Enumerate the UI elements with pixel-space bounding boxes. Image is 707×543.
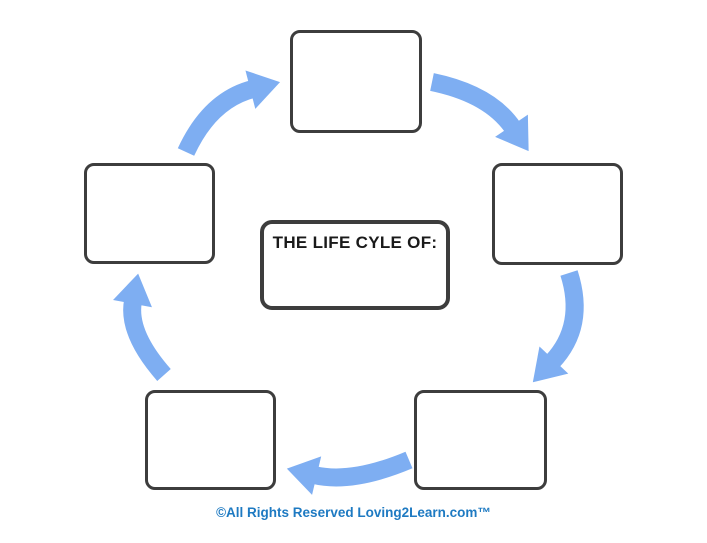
stage-box-lower-right [414,390,547,490]
cycle-arrow-top-to-upper-right [430,73,529,152]
stage-box-upper-left [84,163,215,264]
cycle-arrow-upper-right-to-lower-right [532,270,584,383]
stage-box-top [290,30,422,133]
cycle-title-label: THE LIFE CYLE OF: [272,233,438,252]
cycle-arrow-upper-left-to-top [177,70,281,156]
stage-box-lower-left [145,390,276,490]
cycle-arrow-lower-right-to-lower-left [286,451,413,495]
copyright-text: ©All Rights Reserved Loving2Learn.com™ [216,505,491,520]
stage-box-upper-right [492,163,623,265]
cycle-arrow-lower-left-to-upper-left [113,273,171,381]
cycle-title-box: THE LIFE CYLE OF: [260,220,450,310]
